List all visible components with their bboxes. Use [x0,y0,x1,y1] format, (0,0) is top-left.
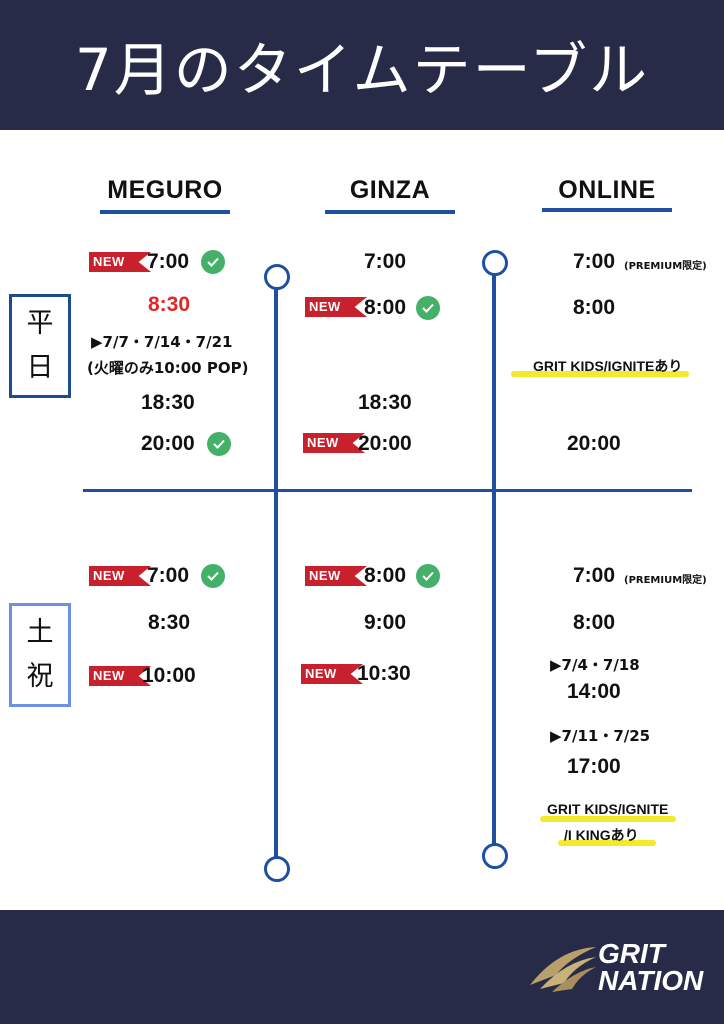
day-char: 日 [26,352,54,383]
new-badge: NEW [89,666,151,686]
check-icon [207,432,231,456]
new-badge: NEW [89,566,151,586]
time-slot: 18:30 [358,391,412,414]
schedule-note: ▶7/7・7/14・7/21 [91,333,233,351]
kids-note: GRIT KIDS/IGNITEあり [533,358,683,374]
wing-logo-icon [530,947,596,992]
schedule-note: ▶7/11・7/25 [550,727,651,745]
time-slot: 8:00 [573,296,616,319]
line-end-circle [264,856,290,882]
time-slot: 8:30 [148,611,191,634]
check-icon [416,564,440,588]
time-slot: 7:00 [573,250,616,273]
day-label-holiday: 土 祝 [9,603,71,707]
time-slot: 7:00 [364,250,407,273]
schedule-note: (火曜のみ10:00 POP) [87,359,249,377]
new-badge: NEW [89,252,151,272]
highlight-marker [558,840,656,846]
new-badge: NEW [305,297,367,317]
time-slot: 8:00 [364,296,407,319]
line-end-circle [482,843,508,869]
line-end-circle [264,264,290,290]
time-slot: 8:00 [573,611,616,634]
line-end-circle [482,250,508,276]
kids-note: /I KINGあり [564,827,639,843]
day-char: 土 [26,617,54,648]
logo-line: GRIT [598,938,665,969]
time-slot: 14:00 [567,680,621,703]
time-slot: 7:00 [147,564,190,587]
check-icon [416,296,440,320]
vertical-divider [492,262,496,846]
time-slot: 20:00 [358,432,412,455]
time-slot: 20:00 [567,432,621,455]
time-slot: 18:30 [141,391,195,414]
header-bar [0,0,724,130]
schedule-note: ▶7/4・7/18 [550,656,640,674]
check-icon [201,250,225,274]
column-underline [542,208,672,212]
brand-logo-text: GRIT NATION [598,938,704,996]
column-underline [325,210,455,214]
time-slot: 8:00 [364,564,407,587]
day-label-weekday: 平 日 [9,294,71,398]
time-slot: 8:30 [148,293,191,316]
page-title: 7月のタイムテーブル [74,36,650,104]
time-slot: 10:00 [142,664,196,687]
logo-line: NATION [598,965,704,996]
new-badge: NEW [303,433,365,453]
footer-bar [0,910,724,1024]
day-char: 祝 [26,661,54,692]
column-underline [100,210,230,214]
new-badge: NEW [305,566,367,586]
column-ginza: GINZA [349,176,431,204]
highlight-marker [540,816,676,822]
premium-note: (PREMIUM限定) [624,261,707,272]
column-online: ONLINE [558,176,656,204]
column-meguro: MEGURO [107,176,223,204]
time-slot: 10:30 [357,662,411,685]
time-slot: 17:00 [567,755,621,778]
kids-note: GRIT KIDS/IGNITE [547,801,669,817]
new-badge: NEW [301,664,363,684]
time-slot: 7:00 [573,564,616,587]
highlight-marker [511,371,689,377]
day-char: 平 [26,308,54,339]
time-slot: 7:00 [147,250,190,273]
vertical-divider [274,274,278,858]
premium-note: (PREMIUM限定) [624,575,707,586]
time-slot: 9:00 [364,611,407,634]
check-icon [201,564,225,588]
time-slot: 20:00 [141,432,195,455]
horizontal-divider [83,489,692,492]
